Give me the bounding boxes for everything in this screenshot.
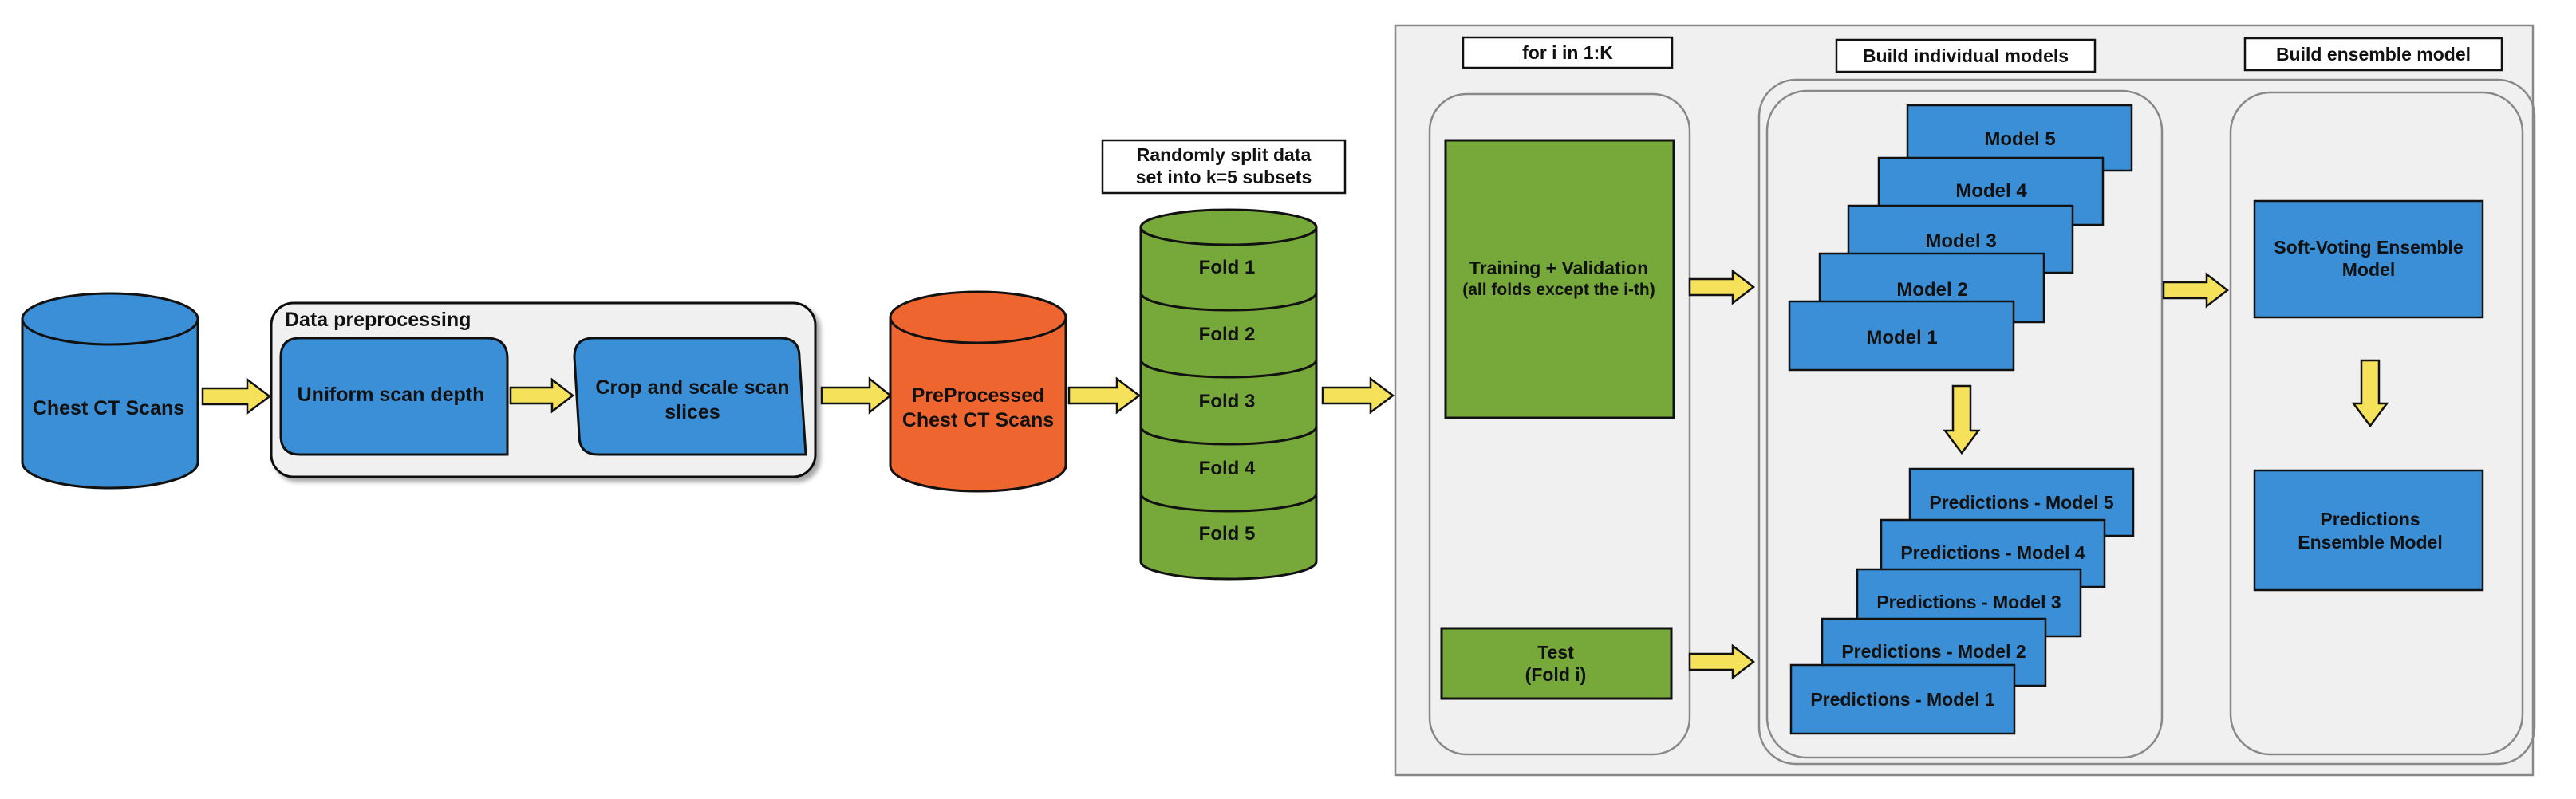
model-1-box: Model 1 — [1788, 300, 2015, 372]
preprocessed-scans-cylinder: PreProcessed Chest CT Scans — [889, 290, 1067, 493]
individual-models-header-label: Build individual models — [1863, 45, 2069, 66]
arrow-right-icon — [1688, 269, 1756, 305]
ensemble-predictions-box: Predictions Ensemble Model — [2253, 469, 2484, 592]
fold-2-label: Fold 2 — [1199, 324, 1256, 345]
test-label-line2: (Fold i) — [1525, 664, 1587, 685]
arrow-right-icon — [820, 376, 892, 415]
folds-cylinder: Fold 1 Fold 2 Fold 3 Fold 4 Fold 5 — [1139, 208, 1318, 581]
ensemble-model-header-label: Build ensemble model — [2276, 44, 2471, 65]
arrow-right-icon — [509, 377, 575, 414]
arrow-right-icon — [1688, 644, 1756, 680]
chest-ct-scans-cylinder: Chest CT Scans — [21, 292, 199, 490]
ensemble-model-header: Build ensemble model — [2243, 37, 2503, 72]
predictions-model-5-label: Predictions - Model 5 — [1929, 492, 2114, 513]
random-split-label-line2: set into k=5 subsets — [1136, 167, 1312, 187]
crop-and-scale-label-line2: slices — [665, 401, 720, 423]
random-split-label-box: Randomly split data set into k=5 subsets — [1101, 139, 1347, 195]
soft-voting-ensemble-box: Soft-Voting Ensemble Model — [2253, 199, 2484, 319]
for-loop-header: for i in 1:K — [1462, 36, 1674, 69]
soft-voting-ensemble-label-line1: Soft-Voting Ensemble — [2274, 237, 2463, 258]
predictions-model-3-label: Predictions - Model 3 — [1876, 592, 2061, 612]
predictions-model-2-label: Predictions - Model 2 — [1841, 641, 2026, 662]
preprocessing-title: Data preprocessing — [285, 309, 471, 331]
arrow-down-icon — [1943, 384, 1981, 455]
crop-and-scale-box: Crop and scale scan slices — [573, 337, 807, 456]
arrow-right-icon — [201, 377, 272, 415]
data-preprocessing-panel: Data preprocessing Uniform scan depth Cr… — [270, 301, 817, 478]
training-validation-box: Training + Validation (all folds except … — [1444, 139, 1675, 419]
uniform-scan-depth-label: Uniform scan depth — [298, 384, 485, 406]
arrow-right-icon — [2162, 272, 2230, 309]
uniform-scan-depth-box: Uniform scan depth — [279, 337, 509, 456]
training-validation-label-line2: (all folds except the i-th) — [1462, 281, 1655, 299]
crop-and-scale-label-line1: Crop and scale scan — [595, 376, 789, 399]
model-5-label: Model 5 — [1984, 128, 2055, 150]
individual-models-header: Build individual models — [1835, 38, 2097, 73]
ensemble-panel — [2229, 91, 2524, 756]
for-loop-header-label: for i in 1:K — [1522, 42, 1613, 63]
predictions-model-4-label: Predictions - Model 4 — [1900, 542, 2085, 563]
preprocessed-label-line2: Chest CT Scans — [902, 409, 1054, 431]
fold-1-label: Fold 1 — [1199, 257, 1256, 278]
soft-voting-ensemble-label-line2: Model — [2342, 259, 2395, 280]
model-stack: Model 5 Model 4 Model 3 Model 2 Model 1 — [1788, 104, 2133, 372]
preprocessed-label-line1: PreProcessed — [912, 384, 1045, 407]
random-split-label-line1: Randomly split data — [1137, 144, 1312, 165]
model-2-label: Model 2 — [1896, 279, 1967, 301]
fold-3-label: Fold 3 — [1199, 391, 1256, 412]
predictions-model-1-label: Predictions - Model 1 — [1810, 689, 1995, 710]
fold-4-label: Fold 4 — [1199, 458, 1256, 479]
individual-models-panel-outer — [1757, 78, 2536, 766]
arrow-right-icon — [1321, 376, 1395, 415]
arrow-right-icon — [1067, 376, 1142, 415]
fold-5-label: Fold 5 — [1199, 523, 1256, 545]
arrow-down-icon — [2351, 359, 2389, 428]
model-4-label: Model 4 — [1955, 180, 2027, 202]
model-1-label: Model 1 — [1866, 327, 1937, 348]
chest-ct-scans-label: Chest CT Scans — [33, 397, 184, 419]
ensemble-predictions-label-line1: Predictions — [2320, 509, 2420, 529]
training-validation-label-line1: Training + Validation — [1469, 258, 1648, 278]
test-fold-box: Test (Fold i) — [1440, 627, 1673, 700]
predictions-stack: Predictions - Model 5 Predictions - Mode… — [1789, 467, 2135, 735]
ensemble-predictions-label-line2: Ensemble Model — [2298, 532, 2442, 553]
predictions-model-1-box: Predictions - Model 1 — [1789, 663, 2016, 735]
test-label-line1: Test — [1537, 642, 1574, 663]
model-3-label: Model 3 — [1925, 230, 1996, 252]
